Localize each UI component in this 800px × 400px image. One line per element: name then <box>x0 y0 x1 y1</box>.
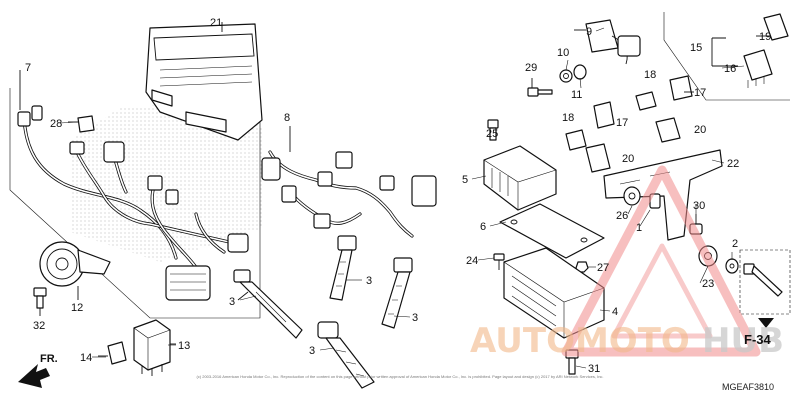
connector-20-lower <box>585 143 611 173</box>
callout-31: 31 <box>588 363 600 375</box>
front-direction-arrow <box>18 364 50 388</box>
callout-17-upper: 17 <box>694 87 706 99</box>
sub-wire-harness <box>261 126 437 238</box>
reference-box <box>739 249 791 328</box>
regulator-5 <box>483 145 557 211</box>
connector-18-lower <box>565 129 587 151</box>
callout-6: 6 <box>480 221 486 233</box>
callout-20-upper: 20 <box>694 124 706 136</box>
relay-17-lower <box>593 101 615 129</box>
grommet-26 <box>623 186 641 206</box>
callout-10: 10 <box>557 47 569 59</box>
callout-16: 16 <box>724 63 736 75</box>
connector-18-upper <box>635 91 657 111</box>
callout-7: 7 <box>25 62 31 74</box>
callout-15: 15 <box>690 42 702 54</box>
long-bolt <box>743 263 783 297</box>
callout-19: 19 <box>759 31 771 43</box>
ignition-coil-a <box>233 269 303 339</box>
relay-16 <box>743 49 773 88</box>
callout-3-d: 3 <box>309 345 315 357</box>
callout-1: 1 <box>636 222 642 234</box>
ignition-coil-d <box>317 321 375 389</box>
watermark-text-right: HUB <box>702 321 784 361</box>
callout-28: 28 <box>50 118 62 130</box>
callout-14: 14 <box>80 352 92 364</box>
watermark-outer-triangle <box>561 165 761 357</box>
harness-clip <box>68 115 95 133</box>
main-wire-harness <box>17 70 249 301</box>
callout-18-upper: 18 <box>644 69 656 81</box>
connector-20-upper <box>655 117 681 143</box>
connector-14 <box>98 341 127 365</box>
callout-25: 25 <box>486 128 498 140</box>
grommet-10 <box>559 69 573 83</box>
callout-20-lower: 20 <box>622 153 634 165</box>
callout-22: 22 <box>727 158 739 170</box>
leader-lines <box>59 27 745 369</box>
callout-24: 24 <box>466 255 478 267</box>
frame-lines <box>9 12 790 319</box>
control-module-4 <box>503 247 605 339</box>
direction-label: FR. <box>40 353 58 365</box>
callout-13: 13 <box>178 340 190 352</box>
grommet-11 <box>573 64 587 80</box>
horn <box>39 241 111 300</box>
callout-4: 4 <box>612 306 618 318</box>
plate-6 <box>499 203 605 259</box>
frame-shading <box>70 100 262 262</box>
ignition-coil-c <box>381 257 413 329</box>
callout-21: 21 <box>210 17 222 29</box>
washer-2 <box>725 258 739 274</box>
diagram-code: MGEAF3810 <box>722 382 774 392</box>
watermark: AUTOMOTO HUB <box>470 165 784 361</box>
relay-19 <box>756 13 789 41</box>
ignition-coil-b <box>329 235 357 301</box>
callout-23: 23 <box>702 278 714 290</box>
callout-3-c: 3 <box>412 312 418 324</box>
relay-17-upper <box>669 75 694 101</box>
callout-30: 30 <box>693 200 705 212</box>
reference-label: F-34 <box>744 332 772 347</box>
callout-3-a: 3 <box>229 296 235 308</box>
relay-13 <box>133 319 176 376</box>
callout-27: 27 <box>597 262 609 274</box>
bolt-25 <box>487 119 499 141</box>
bolt-29 <box>527 78 553 97</box>
callout-12: 12 <box>71 302 83 314</box>
ecu-unit <box>145 22 263 141</box>
watermark-inner-triangle <box>611 243 713 339</box>
watermark-text-left: AUTOMOTO <box>470 321 690 361</box>
callouts: 21 7 28 8 12 32 3 3 3 3 14 13 9 10 11 29… <box>25 17 771 375</box>
screw-24 <box>493 253 505 270</box>
callout-3-b: 3 <box>366 275 372 287</box>
callout-5: 5 <box>462 174 468 186</box>
callout-17-lower: 17 <box>616 117 628 129</box>
callout-32: 32 <box>33 320 45 332</box>
leader-15 <box>711 37 738 67</box>
copyright-notice: (c) 2003-2016 American Honda Motor Co., … <box>196 374 603 379</box>
callout-18-lower: 18 <box>562 112 574 124</box>
callout-2: 2 <box>732 238 738 250</box>
callout-8: 8 <box>284 112 290 124</box>
callout-11: 11 <box>571 89 582 101</box>
callout-26: 26 <box>616 210 628 222</box>
bolt-32 <box>33 287 47 316</box>
callout-9: 9 <box>586 26 592 38</box>
callout-29: 29 <box>525 62 537 74</box>
sensor-9 <box>574 19 641 65</box>
